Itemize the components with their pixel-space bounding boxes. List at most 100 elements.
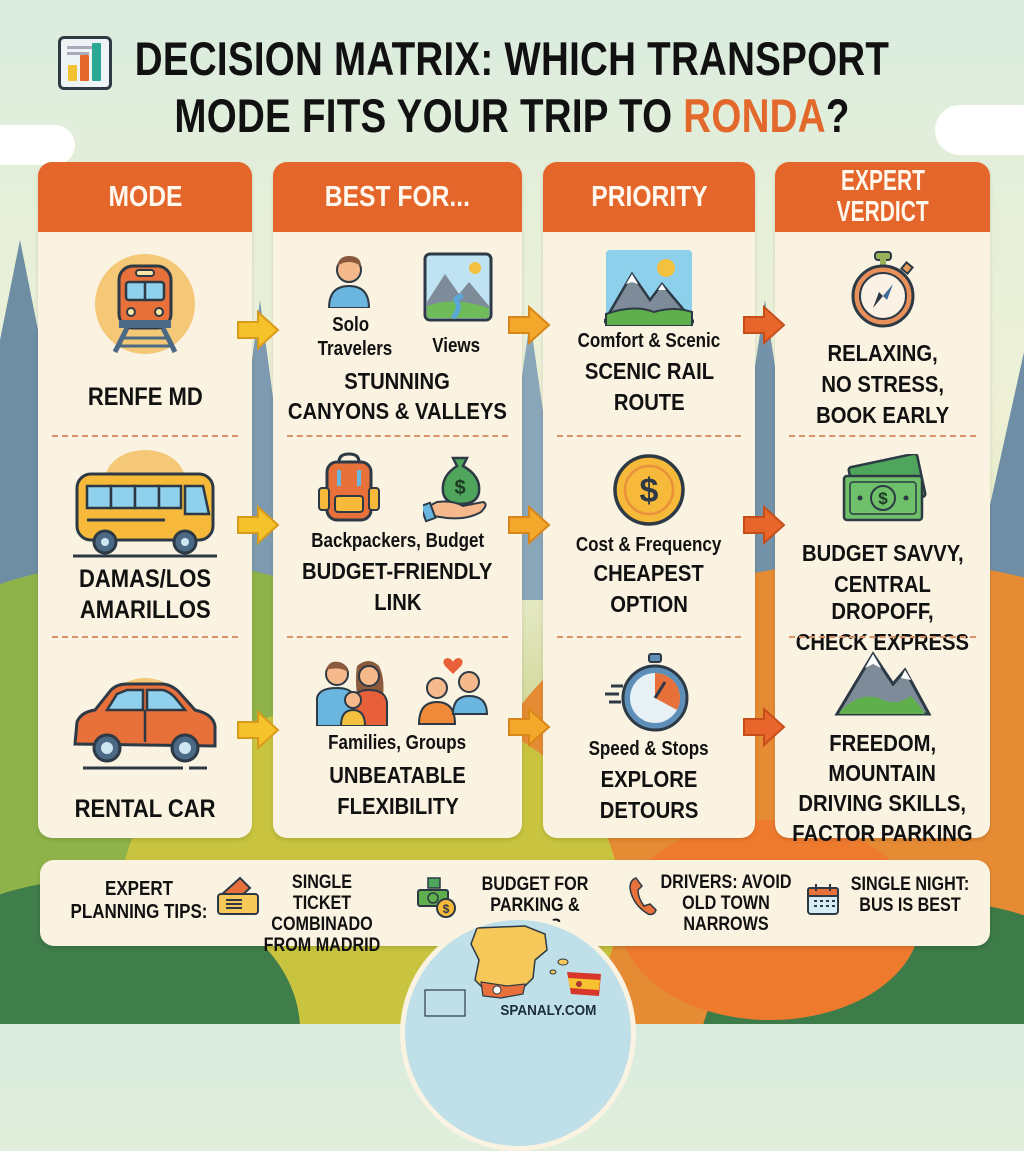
best-for-headline-line-2: LINK — [373, 589, 422, 615]
priority-headline-line-1: SCENIC RAIL — [584, 358, 714, 384]
fast-stopwatch-icon — [599, 652, 699, 736]
verdict-line-1: FREEDOM, — [829, 730, 936, 756]
row-divider — [789, 636, 976, 638]
phone-icon — [628, 874, 658, 918]
arrow-right-icon — [508, 707, 551, 747]
best-for-headline-line-2: CANYONS & VALLEYS — [288, 398, 507, 424]
column-priority: PRIORITY Comfort & Scenic SCENIC RAIL RO… — [543, 162, 755, 838]
bar-chart-icon — [58, 36, 112, 90]
priority-headline-line-2: DETOURS — [599, 797, 699, 823]
cloud-right — [935, 105, 1024, 155]
mode-cell-renfe: RENFE MD — [38, 252, 252, 411]
verdict-line-3: DRIVING SKILLS, — [798, 790, 967, 816]
row-divider — [52, 435, 238, 437]
stopwatch-compass-icon — [843, 250, 923, 330]
row-divider — [557, 636, 741, 638]
svg-text:$: $ — [878, 489, 888, 508]
row-divider — [52, 636, 238, 638]
verdict-line-1: RELAXING, — [827, 340, 938, 366]
cash-bills-icon: $ — [838, 452, 928, 526]
spain-map-icon — [424, 925, 569, 1017]
best-for-label-line-2: Travelers — [317, 338, 393, 360]
title-accent-ronda: RONDA — [683, 89, 826, 142]
best-for-cell-renfe: Solo Travelers Views STUNNING CANYONS & … — [273, 248, 522, 438]
spain-map-badge: SPANALY.COM — [400, 915, 636, 1151]
arrow-right-icon — [508, 305, 551, 345]
tip-item: SINGLE NIGHT: BUS IS BEST — [850, 874, 970, 916]
group-heart-icon — [415, 656, 491, 726]
verdict-line-2: NO STRESS, — [821, 371, 944, 397]
arrow-right-icon — [508, 505, 551, 545]
calendar-icon — [806, 882, 840, 916]
train-icon — [93, 252, 197, 356]
svg-text:$: $ — [640, 472, 659, 510]
mode-label: RENTAL CAR — [74, 795, 216, 823]
svg-text:$: $ — [454, 477, 465, 499]
verdict-line-3: CHECK EXPRESS — [795, 629, 970, 655]
page-title: DECISION MATRIX: WHICH TRANSPORT MODE FI… — [92, 30, 932, 144]
arrow-right-icon — [743, 505, 786, 545]
tip-item: DRIVERS: AVOID OLD TOWN NARROWS — [660, 872, 792, 935]
column-header-best-for: BEST FOR... — [273, 162, 522, 232]
verdict-line-3: BOOK EARLY — [815, 402, 950, 428]
priority-headline-line-2: ROUTE — [613, 389, 685, 415]
best-for-cell-car: Families, Groups UNBEATABLE FLEXIBILITY — [273, 656, 522, 836]
expert-planning-tips: EXPERT PLANNING TIPS: SINGLE TICKET COMB… — [40, 860, 990, 956]
mode-label: RENFE MD — [87, 383, 203, 411]
priority-cell-bus: $ Cost & Frequency CHEAPEST OPTION — [543, 452, 755, 622]
row-divider — [287, 435, 508, 437]
row-divider — [557, 435, 741, 437]
best-for-label: Views — [432, 335, 480, 357]
priority-headline-line-1: EXPLORE — [600, 766, 698, 792]
verdict-line-1: BUDGET SAVVY, — [801, 540, 964, 566]
title-line-1: DECISION MATRIX: WHICH TRANSPORT — [134, 32, 890, 85]
priority-label: Comfort & Scenic — [577, 330, 721, 352]
svg-text:$: $ — [443, 902, 450, 916]
row-divider — [789, 435, 976, 437]
money-coin-icon: $ — [416, 876, 458, 918]
priority-cell-car: Speed & Stops EXPLORE DETOURS — [543, 652, 755, 828]
verdict-cell-renfe: RELAXING, NO STRESS, BOOK EARLY — [775, 250, 990, 433]
priority-headline-line-1: CHEAPEST — [593, 560, 705, 586]
tip-item: SINGLE TICKET COMBINADO FROM MADRID — [263, 872, 381, 956]
best-for-label: Backpackers, Budget — [311, 530, 484, 552]
row-divider — [287, 636, 508, 638]
tips-label: EXPERT PLANNING TIPS: — [70, 878, 208, 923]
dollar-coin-icon: $ — [611, 452, 687, 528]
best-for-headline-line-2: FLEXIBILITY — [336, 793, 459, 819]
priority-headline-line-2: OPTION — [610, 591, 688, 617]
priority-label: Cost & Frequency — [576, 534, 722, 556]
arrow-right-icon — [237, 505, 280, 545]
priority-label: Speed & Stops — [589, 738, 709, 760]
backpack-icon — [317, 452, 381, 524]
column-mode: MODE RENFE MD — [38, 162, 252, 838]
best-for-label-line-1: Solo — [332, 314, 370, 336]
mountain-scene-icon — [601, 250, 697, 327]
mode-label-line-1: DAMAS/LOS — [79, 565, 211, 593]
arrow-right-icon — [237, 710, 280, 750]
mode-cell-car: RENTAL CAR — [38, 664, 252, 823]
family-icon — [313, 656, 393, 727]
best-for-headline-line-1: BUDGET-FRIENDLY — [302, 558, 493, 584]
column-best-for: BEST FOR... Solo Travelers Views — [273, 162, 522, 838]
mode-cell-bus: DAMAS/LOS AMARILLOS — [38, 450, 252, 628]
title-line-2: MODE FITS YOUR TRIP TO RONDA? — [174, 89, 850, 142]
verdict-cell-car: FREEDOM, MOUNTAIN DRIVING SKILLS, FACTOR… — [775, 650, 990, 850]
bus-icon — [65, 450, 225, 560]
landscape-picture-icon — [423, 252, 493, 322]
column-header-mode: MODE — [38, 162, 252, 232]
ticket-icon — [216, 874, 260, 918]
mountain-icon — [833, 650, 933, 718]
spain-flag-icon — [567, 972, 601, 996]
verdict-cell-bus: $ BUDGET SAVVY, CENTRAL DROPOFF, CHECK E… — [775, 452, 990, 660]
column-header-priority: PRIORITY — [543, 162, 755, 232]
arrow-right-icon — [743, 707, 786, 747]
verdict-line-2: CENTRAL DROPOFF, — [831, 571, 934, 624]
best-for-label: Families, Groups — [328, 732, 467, 754]
priority-cell-renfe: Comfort & Scenic SCENIC RAIL ROUTE — [543, 250, 755, 420]
money-bag-hand-icon: $ — [419, 452, 493, 524]
arrow-right-icon — [743, 305, 786, 345]
cloud-left — [0, 125, 75, 165]
